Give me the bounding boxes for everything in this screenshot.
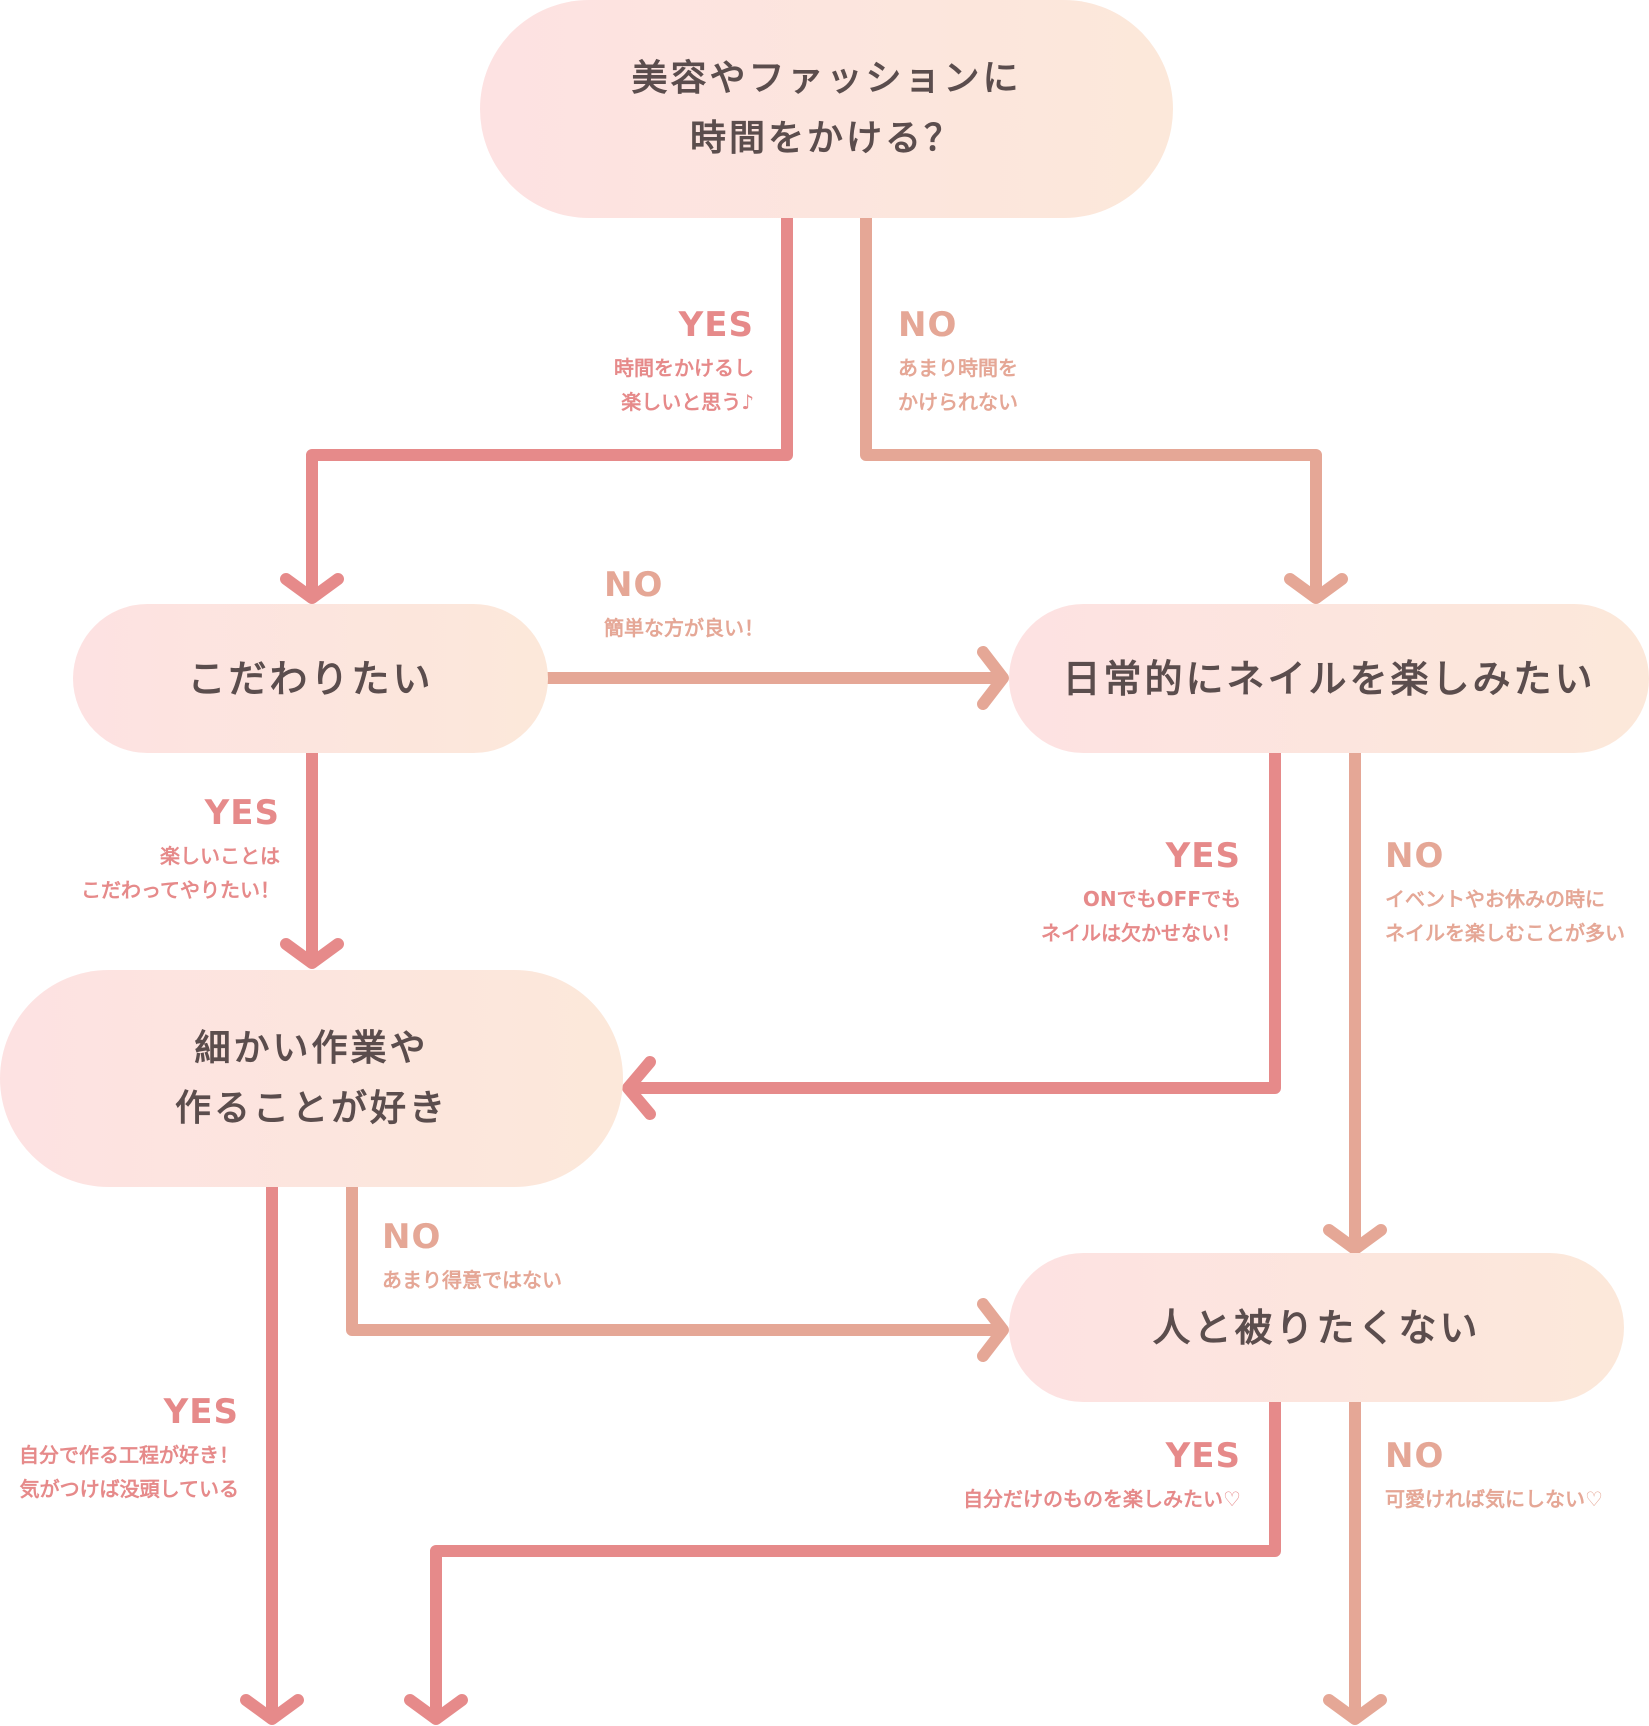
answer-yes: YES bbox=[1165, 836, 1241, 876]
question-node-time-on-beauty: 美容やファッションに 時間をかける？ bbox=[480, 0, 1173, 218]
question-text: 美容やファッションに 時間をかける？ bbox=[631, 58, 1022, 159]
connector-q4-no bbox=[346, 1181, 1004, 1336]
label-q4-yes: YES 自分で作る工程が好き！ 気がつけば没頭している bbox=[19, 1392, 239, 1506]
answer-yes: YES bbox=[163, 1392, 239, 1432]
answer-yes: YES bbox=[204, 793, 280, 833]
answer-description: 自分で作る工程が好き！ 気がつけば没頭している bbox=[19, 1443, 239, 1501]
arrowhead-q2-yes bbox=[280, 938, 344, 969]
question-text: 日常的にネイルを楽しみたい bbox=[1062, 656, 1596, 701]
label-q5-yes: YES 自分だけのものを楽しみたい♡ bbox=[963, 1436, 1241, 1516]
label-q1-yes: YES 時間をかけるし 楽しいと思う♪ bbox=[614, 305, 754, 419]
arrowhead-q4-no bbox=[977, 1298, 1009, 1362]
answer-no: NO bbox=[604, 565, 664, 605]
answer-description: 可愛ければ気にしない♡ bbox=[1385, 1487, 1603, 1511]
arrowhead-q5-no bbox=[1323, 1694, 1387, 1725]
arrowhead-q1-yes bbox=[280, 573, 344, 604]
connector-q1-no bbox=[860, 212, 1322, 596]
answer-no: NO bbox=[898, 305, 958, 345]
label-q2-no: NO 簡単な方が良い！ bbox=[604, 565, 764, 645]
arrowhead-q5-yes bbox=[404, 1694, 468, 1725]
answer-description: あまり時間を かけられない bbox=[898, 356, 1018, 414]
arrowhead-q2-no bbox=[977, 646, 1009, 710]
arrowhead-q3-no bbox=[1323, 1224, 1387, 1255]
question-node-like-crafting: 細かい作業や 作ることが好き bbox=[0, 970, 623, 1187]
label-q3-no: NO イベントやお休みの時に ネイルを楽しむことが多い bbox=[1385, 836, 1625, 950]
label-q2-yes: YES 楽しいことは こだわってやりたい！ bbox=[81, 793, 280, 907]
answer-description: 楽しいことは こだわってやりたい！ bbox=[81, 844, 280, 902]
answer-description: 簡単な方が良い！ bbox=[604, 616, 764, 640]
label-q4-no: NO あまり得意ではない bbox=[382, 1217, 562, 1297]
question-text: 細かい作業や 作ることが好き bbox=[174, 1027, 448, 1129]
question-node-daily-nail: 日常的にネイルを楽しみたい bbox=[1009, 604, 1649, 753]
arrowhead-q1-no bbox=[1284, 573, 1348, 604]
answer-description: あまり得意ではない bbox=[382, 1268, 562, 1292]
connector-q1-yes bbox=[306, 212, 793, 596]
answer-description: 自分だけのものを楽しみたい♡ bbox=[963, 1487, 1241, 1511]
arrowhead-q3-yes bbox=[622, 1056, 656, 1120]
connector-q5-yes bbox=[430, 1396, 1281, 1722]
answer-no: NO bbox=[1385, 836, 1445, 876]
answer-description: ONでもOFFでも ネイルは欠かせない！ bbox=[1041, 887, 1241, 945]
label-q3-yes: YES ONでもOFFでも ネイルは欠かせない！ bbox=[1041, 836, 1241, 950]
answer-yes: YES bbox=[678, 305, 754, 345]
arrowhead-q4-yes bbox=[240, 1694, 304, 1725]
question-text: 人と被りたくない bbox=[1152, 1305, 1481, 1350]
question-text: こだわりたい bbox=[187, 656, 434, 701]
answer-description: イベントやお休みの時に ネイルを楽しむことが多い bbox=[1385, 887, 1625, 945]
label-q1-no: NO あまり時間を かけられない bbox=[898, 305, 1018, 419]
answer-no: NO bbox=[382, 1217, 442, 1257]
question-node-unique: 人と被りたくない bbox=[1009, 1253, 1624, 1402]
answer-no: NO bbox=[1385, 1436, 1445, 1476]
question-node-want-particular: こだわりたい bbox=[73, 604, 548, 753]
answer-description: 時間をかけるし 楽しいと思う♪ bbox=[614, 356, 754, 414]
answer-yes: YES bbox=[1165, 1436, 1241, 1476]
label-q5-no: NO 可愛ければ気にしない♡ bbox=[1385, 1436, 1603, 1516]
connector-q3-yes bbox=[627, 747, 1281, 1094]
